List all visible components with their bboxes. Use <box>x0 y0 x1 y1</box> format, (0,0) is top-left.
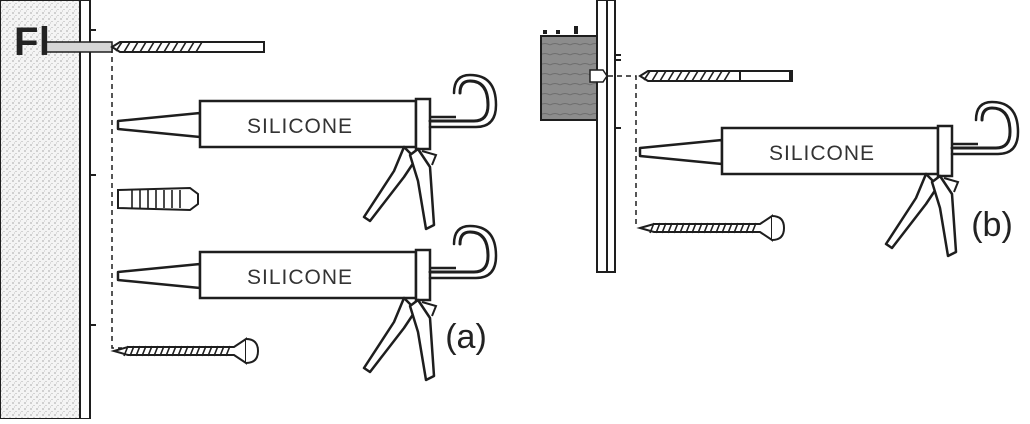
gun-label-a1: SILICONE <box>247 115 353 138</box>
wall-plug <box>117 186 199 212</box>
screw-b <box>639 215 785 241</box>
silicone-gun-a2: SILICONE <box>116 224 498 382</box>
drill-bit-a <box>45 41 265 53</box>
gun-label-a2: SILICONE <box>247 266 353 289</box>
rail-profile-b <box>596 0 621 273</box>
page-heading: Fl <box>14 20 51 64</box>
panel-a-label: (a) <box>445 318 487 356</box>
drill-bit-b <box>639 70 793 82</box>
wooden-block <box>540 35 598 121</box>
guide-line-a <box>111 48 122 349</box>
silicone-gun-b: SILICONE <box>638 100 1020 258</box>
panel-b: SILICONE (b) <box>540 0 1020 273</box>
screw-a <box>113 338 259 364</box>
guide-line-b <box>608 75 637 228</box>
panel-a: SILICONE SILICONE (a) <box>0 0 498 420</box>
panel-b-label: (b) <box>971 206 1013 244</box>
gun-label-b: SILICONE <box>769 142 875 165</box>
silicone-gun-a1: SILICONE <box>116 73 498 231</box>
rail-profile <box>79 0 96 420</box>
